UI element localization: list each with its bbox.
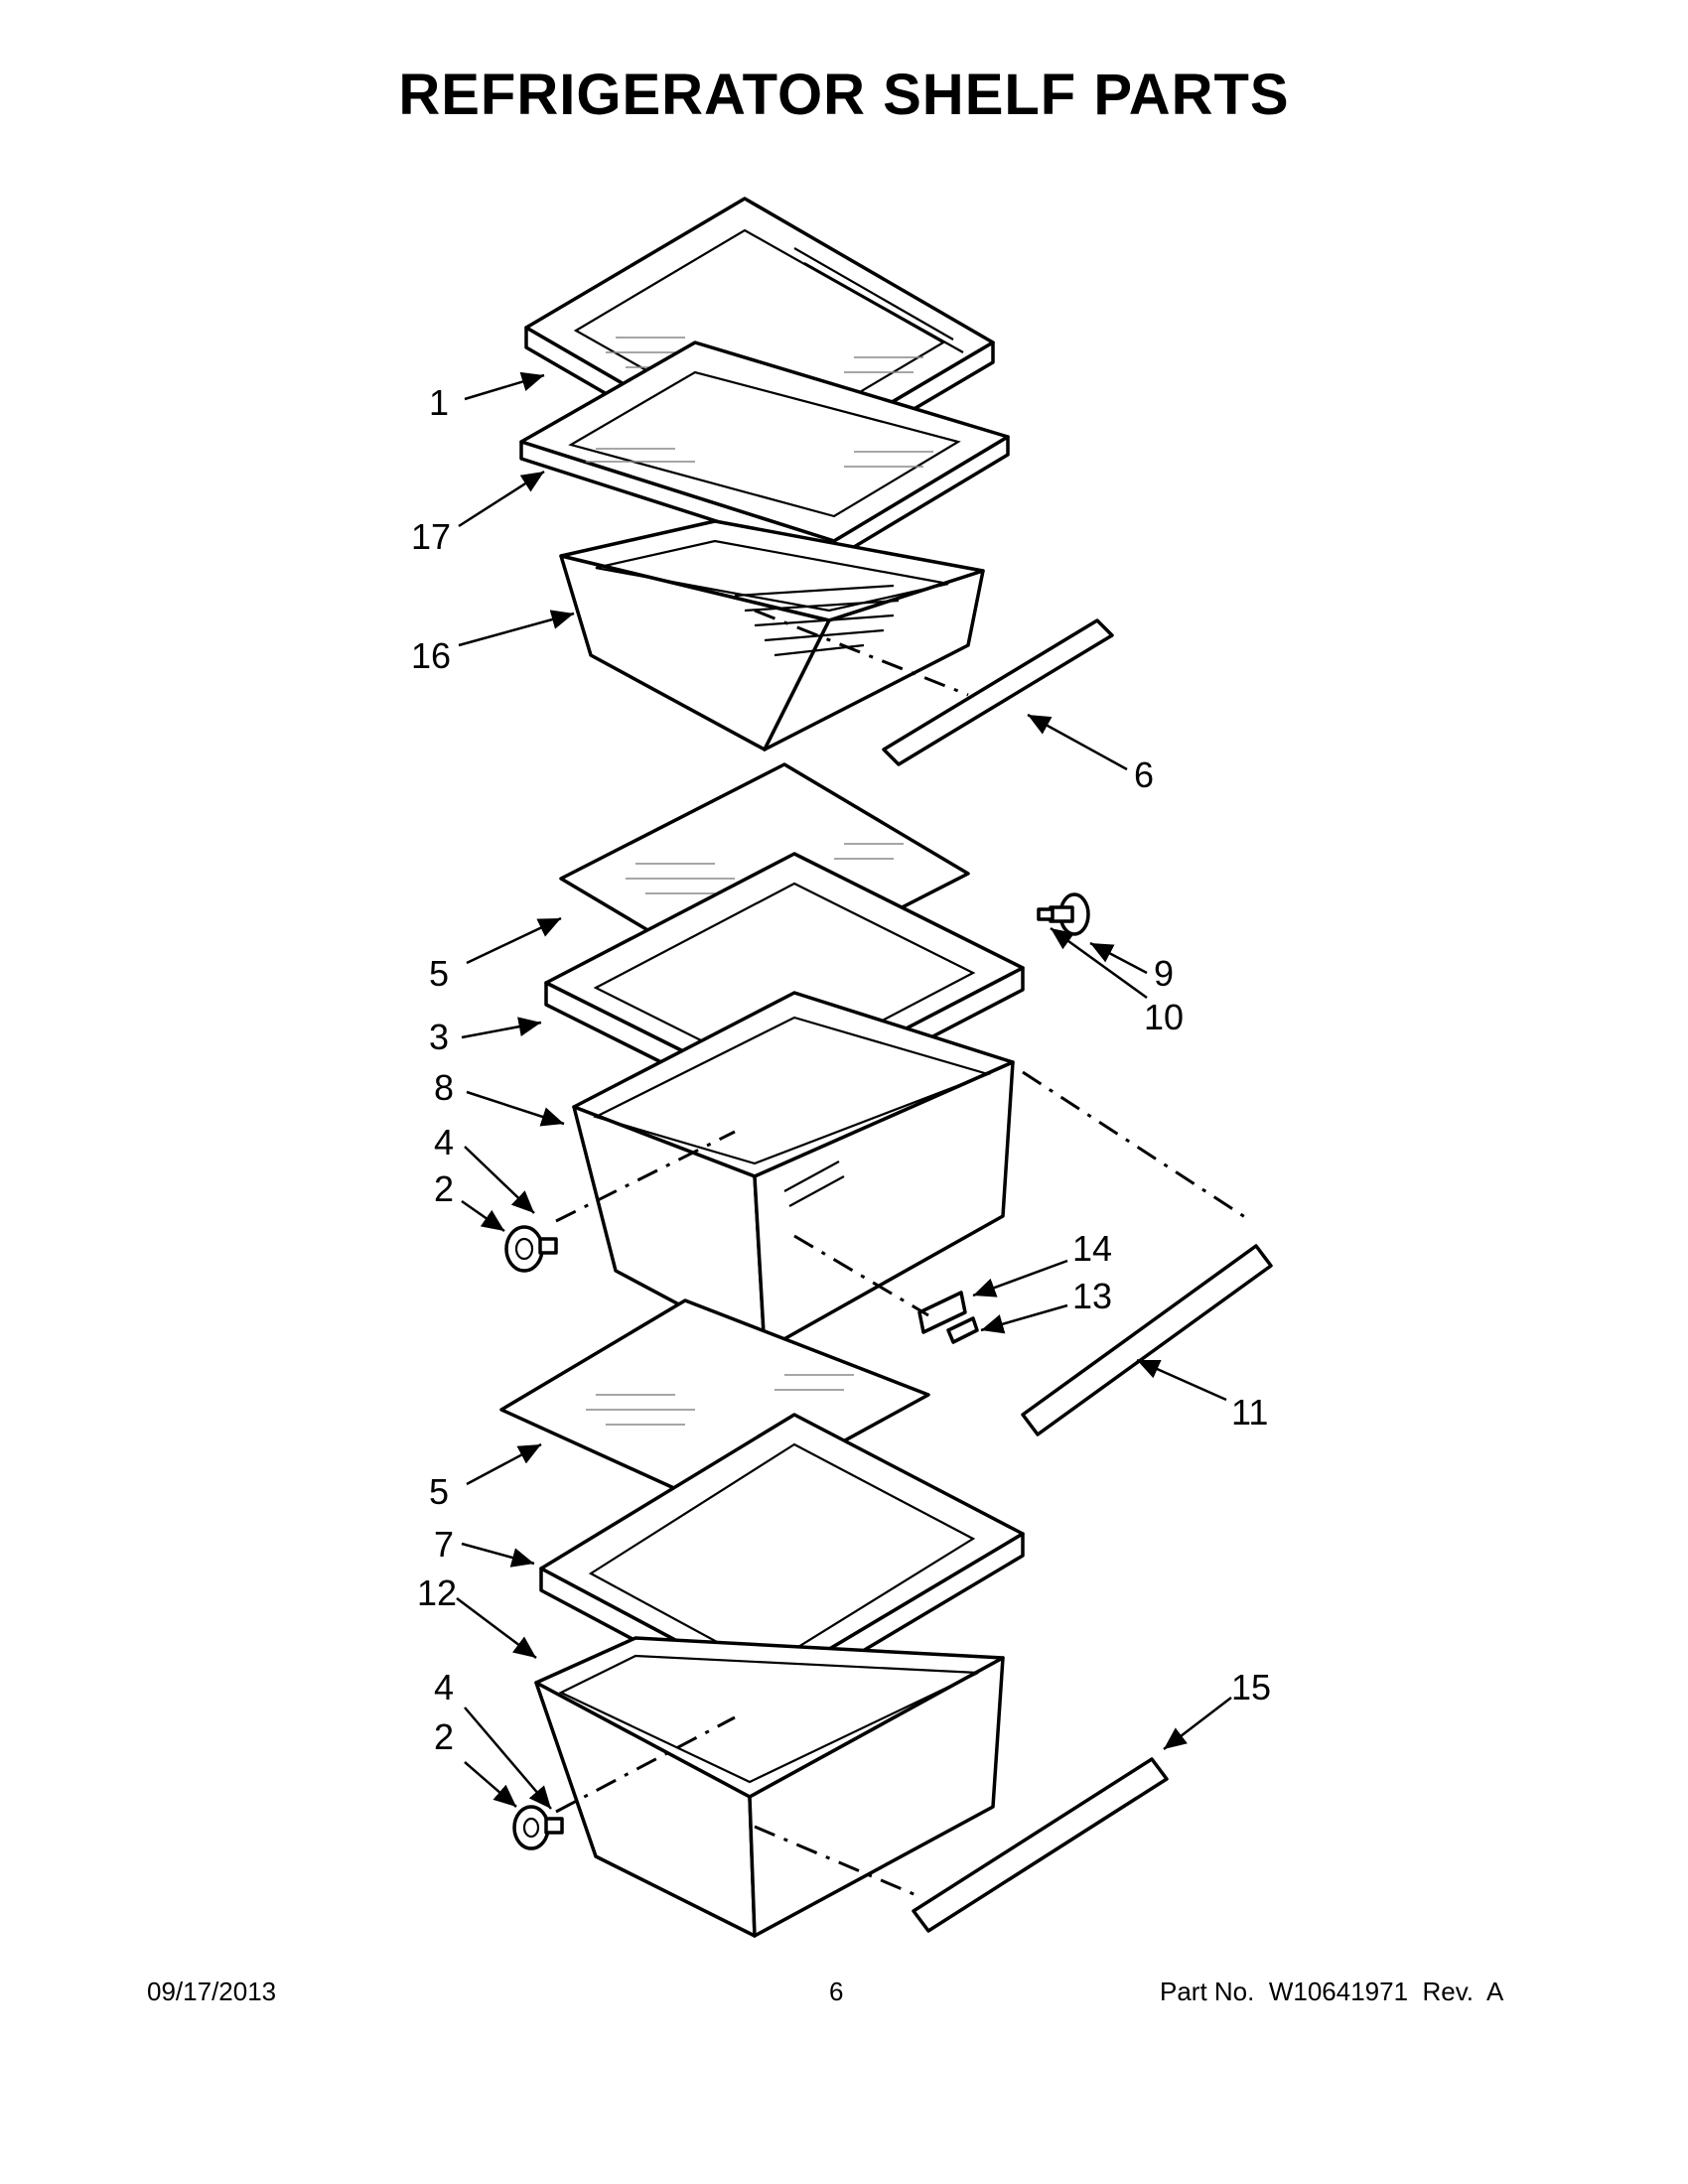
clip-part-14 [917,1291,967,1334]
callout-6: 6 [1134,754,1154,795]
pin-part-4-lower [544,1817,564,1835]
callout-10: 10 [1144,997,1184,1037]
callout-12: 12 [417,1572,457,1613]
callout-13: 13 [1072,1276,1112,1316]
pin-part-4-upper [538,1237,558,1255]
leader-lines [456,371,1232,1810]
clip-part-13 [946,1316,979,1344]
callout-17: 17 [411,516,451,557]
callout-4-lower: 4 [434,1667,454,1707]
callout-5-lower: 5 [429,1471,449,1512]
glass-panel-part-5-lower [499,1298,930,1511]
page-title: REFRIGERATOR SHELF PARTS [398,63,1290,127]
callout-2-upper: 2 [434,1168,454,1209]
drawer-part-12 [534,1636,1005,1938]
footer-part-number: Part No. W10641971 Rev. A [1160,1977,1504,2006]
callout-11: 11 [1231,1392,1268,1433]
roller-part-2-upper [504,1225,544,1273]
callout-16: 16 [411,635,451,676]
screw-part-9 [1049,892,1090,936]
callout-15: 15 [1231,1667,1271,1707]
pan-part-16 [559,519,985,751]
callout-5-upper: 5 [429,953,449,994]
callout-3: 3 [429,1017,449,1057]
callout-2-lower: 2 [434,1716,454,1757]
footer-date: 09/17/2013 [147,1977,277,2006]
callout-7: 7 [434,1524,454,1565]
rail-part-6 [754,609,1114,766]
rail-part-15 [912,1757,1169,1933]
callout-14: 14 [1072,1228,1112,1269]
callout-1: 1 [429,382,449,423]
bushing-part-10 [1037,907,1055,921]
footer-page-number: 6 [829,1977,844,2006]
callout-8: 8 [434,1067,454,1108]
rail-part-11 [1021,1244,1273,1436]
drawer-part-8 [555,991,1252,1352]
callout-4-upper: 4 [434,1122,454,1162]
callout-9: 9 [1154,953,1174,994]
roller-part-2-lower [512,1805,550,1850]
